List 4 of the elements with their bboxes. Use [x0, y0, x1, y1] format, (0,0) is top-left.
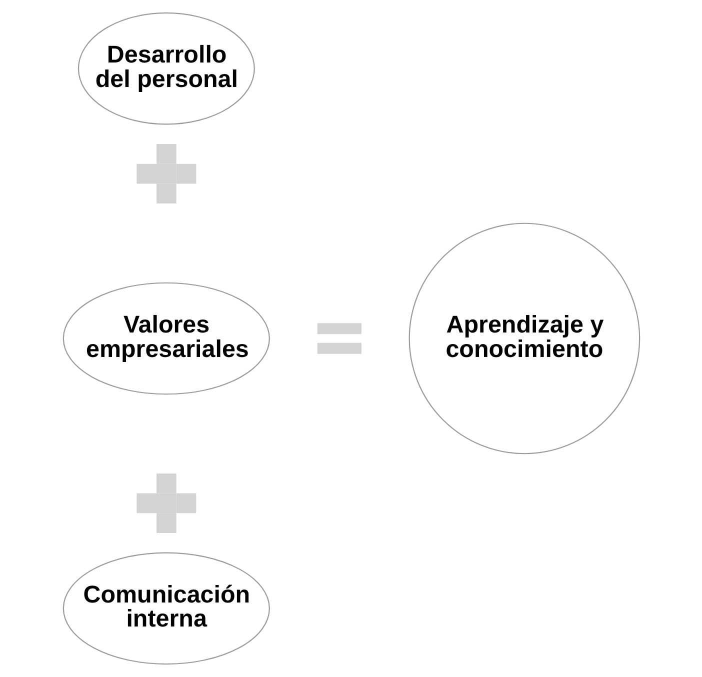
node-ellipse: Desarrollo del personal [77, 12, 254, 125]
node-ellipse: Valores empresariales [62, 282, 270, 395]
node-circle: Aprendizaje y conocimiento [408, 222, 640, 454]
node-ellipse: Comunicación interna [62, 552, 270, 665]
